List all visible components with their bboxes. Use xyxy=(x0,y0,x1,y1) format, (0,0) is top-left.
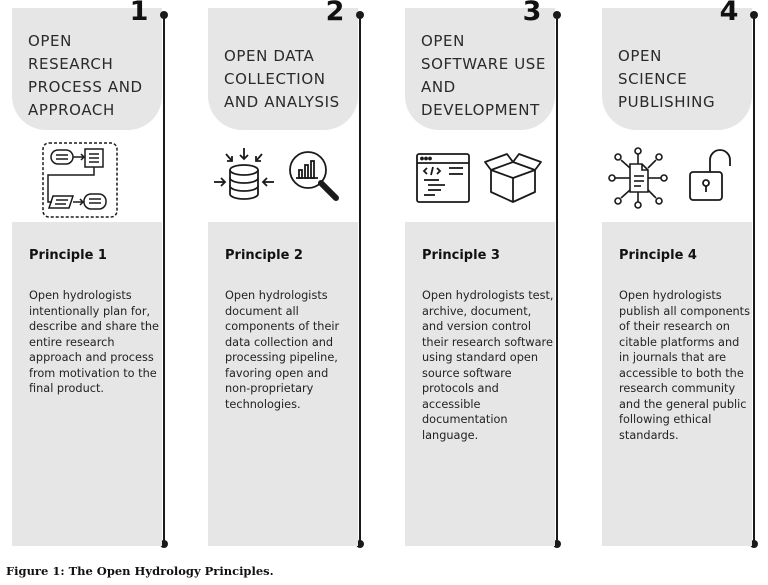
divider-dot-bottom xyxy=(356,540,364,548)
database-icon xyxy=(214,148,274,200)
principle-title: Principle 2 xyxy=(225,248,303,263)
divider-dot-top xyxy=(356,11,364,19)
principle-box: Principle 3 Open hydrologists test, arch… xyxy=(405,222,555,546)
code-window-icon xyxy=(416,153,470,203)
column-number: 3 xyxy=(522,0,542,27)
principle-text: Open hydrologists document all component… xyxy=(225,289,340,411)
heading-box: OPEN RESEARCH PROCESS AND APPROACH xyxy=(12,8,162,130)
magnifier-chart-icon xyxy=(289,151,339,201)
figure-caption: Figure 1: The Open Hydrology Principles. xyxy=(6,564,274,578)
divider-dot-bottom xyxy=(553,540,561,548)
principle-column-1: OPEN RESEARCH PROCESS AND APPROACH 1 Pri… xyxy=(0,0,190,560)
principle-box: Principle 1 Open hydrologists intentiona… xyxy=(12,222,162,546)
vertical-divider xyxy=(753,14,755,544)
column-heading: OPEN SOFTWARE USE AND DEVELOPMENT xyxy=(421,32,546,119)
principle-title: Principle 3 xyxy=(422,248,500,263)
heading-box: OPEN DATA COLLECTION AND ANALYSIS xyxy=(208,8,358,130)
column-number: 4 xyxy=(719,0,739,27)
icon-row xyxy=(602,142,750,222)
heading-box: OPEN SCIENCE PUBLISHING xyxy=(602,8,752,130)
principle-text: Open hydrologists intentionally plan for… xyxy=(29,289,160,395)
vertical-divider xyxy=(359,14,361,544)
column-heading: OPEN DATA COLLECTION AND ANALYSIS xyxy=(224,47,340,111)
principle-title: Principle 1 xyxy=(29,248,107,263)
principle-box: Principle 2 Open hydrologists document a… xyxy=(208,222,358,546)
workflow-diagram-icon xyxy=(42,142,118,218)
divider-dot-top xyxy=(553,11,561,19)
icon-row xyxy=(405,142,553,222)
column-number: 2 xyxy=(325,0,345,27)
principle-box: Principle 4 Open hydrologists publish al… xyxy=(602,222,752,546)
open-padlock-icon xyxy=(689,149,731,201)
heading-box: OPEN SOFTWARE USE AND DEVELOPMENT xyxy=(405,8,555,130)
icon-row xyxy=(12,142,160,222)
divider-dot-top xyxy=(750,11,758,19)
icon-row xyxy=(208,142,356,222)
principle-text: Open hydrologists publish all components… xyxy=(619,289,751,442)
column-heading: OPEN SCIENCE PUBLISHING xyxy=(618,47,716,111)
vertical-divider xyxy=(163,14,165,544)
principle-column-4: OPEN SCIENCE PUBLISHING 4 Principle 4 Op… xyxy=(590,0,768,560)
principle-title: Principle 4 xyxy=(619,248,697,263)
divider-dot-bottom xyxy=(160,540,168,548)
open-box-icon xyxy=(484,153,542,203)
column-heading: OPEN RESEARCH PROCESS AND APPROACH xyxy=(28,32,143,119)
column-number: 1 xyxy=(129,0,149,27)
shared-document-icon xyxy=(608,147,668,209)
principle-column-2: OPEN DATA COLLECTION AND ANALYSIS 2 Prin… xyxy=(196,0,386,560)
vertical-divider xyxy=(556,14,558,544)
principle-column-3: OPEN SOFTWARE USE AND DEVELOPMENT 3 Prin… xyxy=(393,0,583,560)
divider-dot-bottom xyxy=(750,540,758,548)
principle-text: Open hydrologists test, archive, documen… xyxy=(422,289,554,442)
divider-dot-top xyxy=(160,11,168,19)
